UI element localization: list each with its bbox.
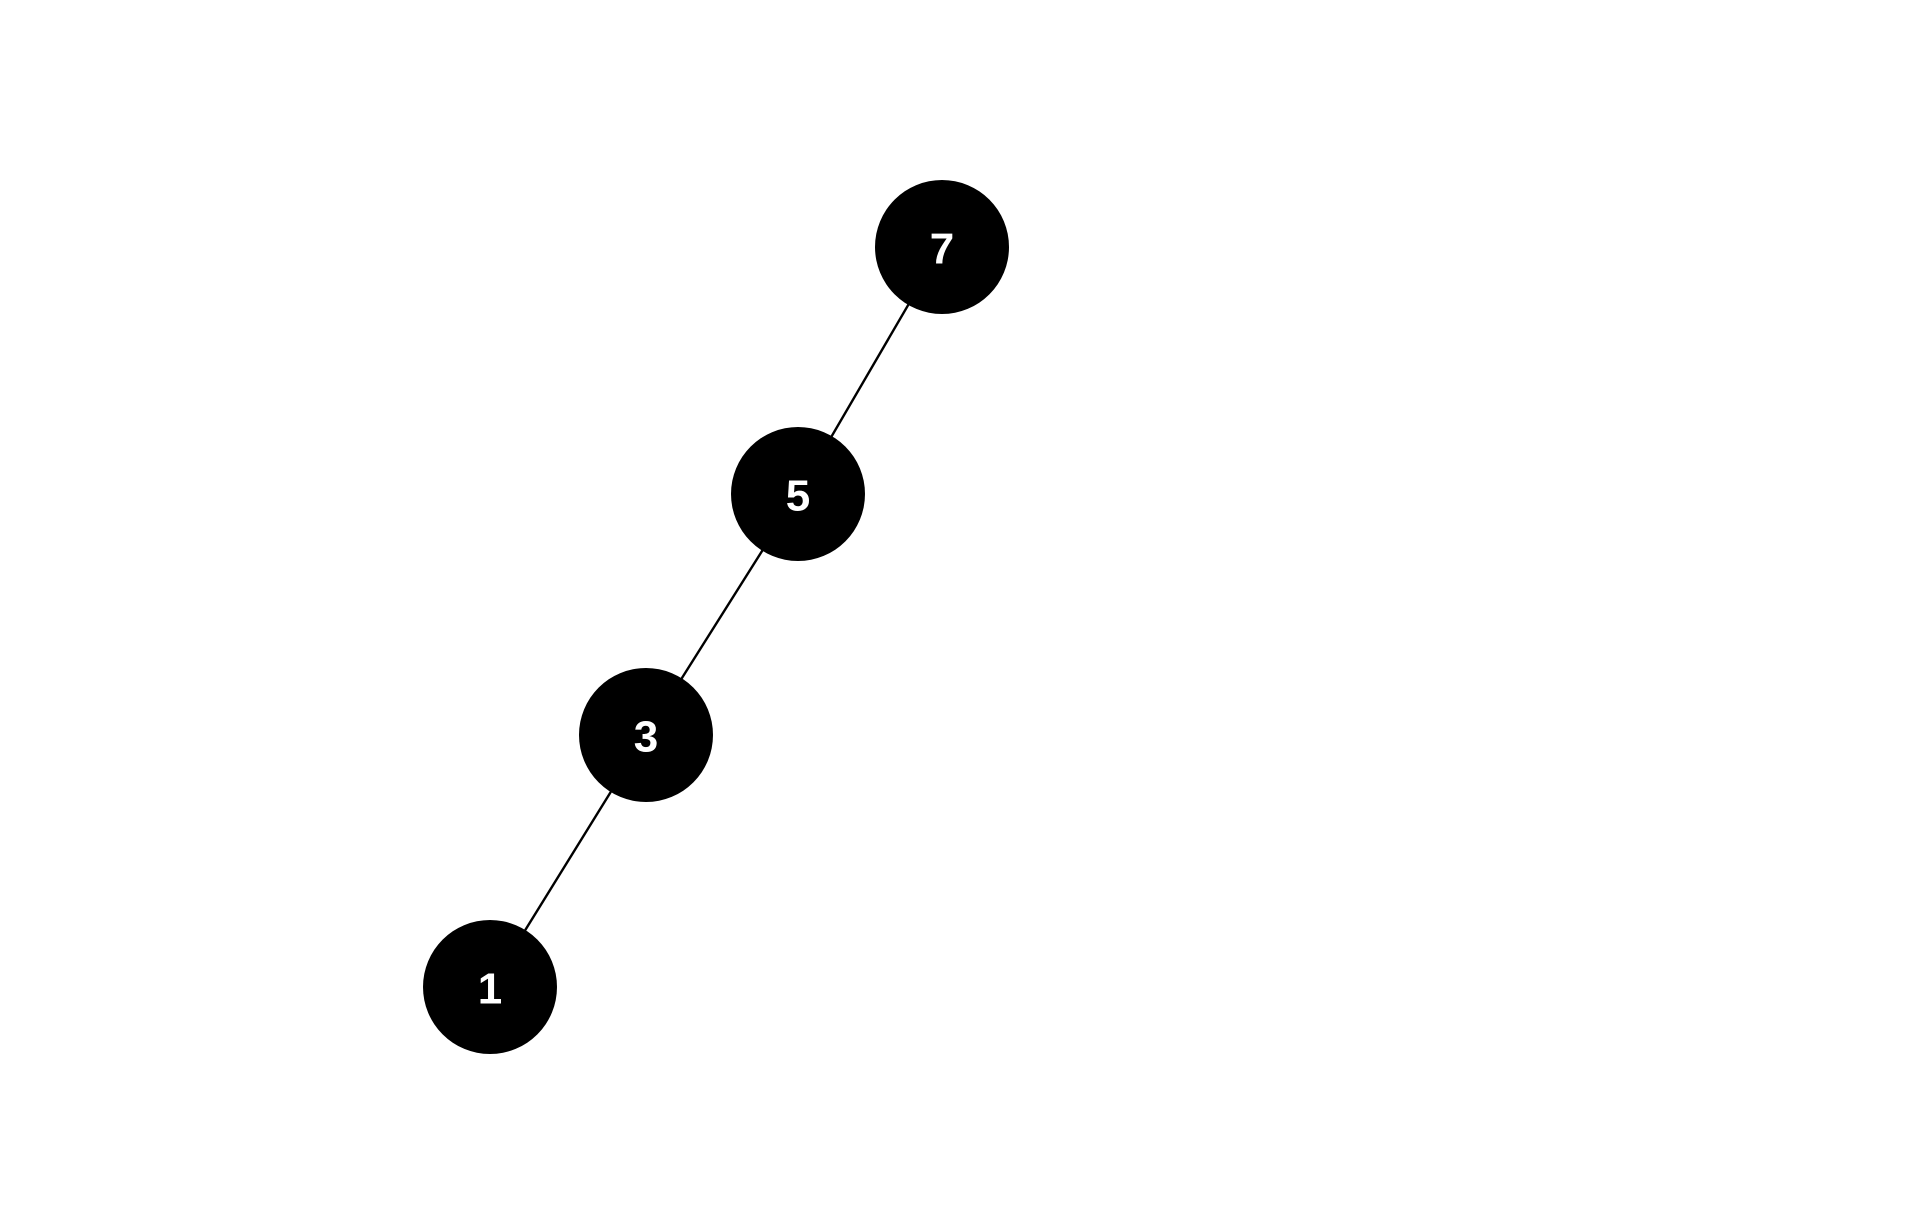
tree-node-3: 3	[579, 668, 713, 802]
tree-node-circle	[875, 180, 1009, 314]
tree-node-label: 5	[786, 472, 810, 521]
tree-node-label: 3	[634, 713, 658, 762]
tree-node-1: 1	[423, 920, 557, 1054]
tree-node-circle	[731, 427, 865, 561]
tree-node-circle	[423, 920, 557, 1054]
tree-node-label: 1	[478, 965, 502, 1014]
tree-nodes: 7 5 3 1	[423, 180, 1009, 1054]
tree-edges	[488, 245, 944, 989]
tree-node-circle	[579, 668, 713, 802]
tree-node-7: 7	[875, 180, 1009, 314]
tree-node-5: 5	[731, 427, 865, 561]
tree-node-label: 7	[930, 225, 954, 274]
